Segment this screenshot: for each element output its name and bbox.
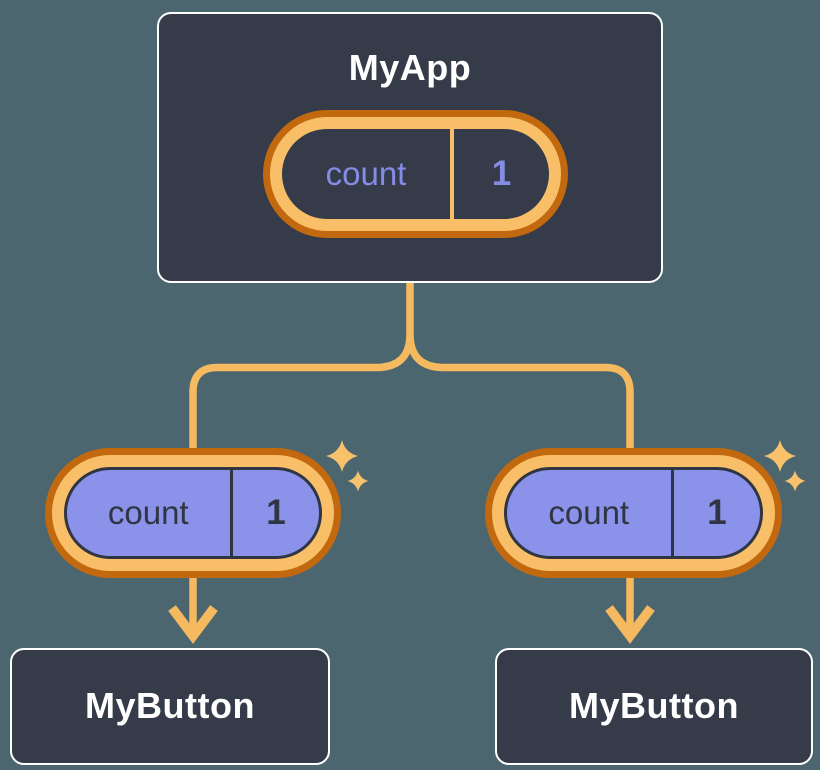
state-value: 1 <box>707 493 727 532</box>
arrow-down-icon <box>168 605 218 644</box>
state-value: 1 <box>491 154 512 193</box>
state-pill-ring: count 1 <box>492 455 775 571</box>
state-name: count <box>325 155 407 192</box>
state-pill-ring: count 1 <box>270 117 561 231</box>
sparkle-icon <box>326 440 358 472</box>
state-name: count <box>107 494 189 531</box>
state-pill-ring: count 1 <box>52 455 334 571</box>
component-node-mybutton-right: MyButton <box>495 648 813 765</box>
component-label: MyButton <box>569 684 739 726</box>
state-pill-divider <box>670 470 674 556</box>
arrow-down-icon <box>605 605 655 644</box>
state-pill-root: count 1 <box>263 110 568 238</box>
state-pill-body: count 1 <box>282 129 549 219</box>
state-pill-divider <box>229 470 233 556</box>
sparkle-icon <box>347 470 369 492</box>
state-pill-body: count 1 <box>504 467 763 559</box>
component-node-mybutton-left: MyButton <box>10 648 330 765</box>
sparkle-icon <box>784 470 806 492</box>
component-label: MyButton <box>85 684 255 726</box>
connector-branch-left <box>189 333 414 632</box>
state-pill-body: count 1 <box>64 467 322 559</box>
component-label: MyApp <box>348 47 472 88</box>
state-value: 1 <box>266 493 286 532</box>
state-name: count <box>548 494 630 531</box>
connector-branch-right <box>406 333 634 632</box>
state-pill-child-right: count 1 <box>485 448 782 578</box>
sparkle-icon <box>764 440 796 472</box>
state-pill-child-left: count 1 <box>45 448 341 578</box>
state-pill-divider <box>450 129 454 219</box>
